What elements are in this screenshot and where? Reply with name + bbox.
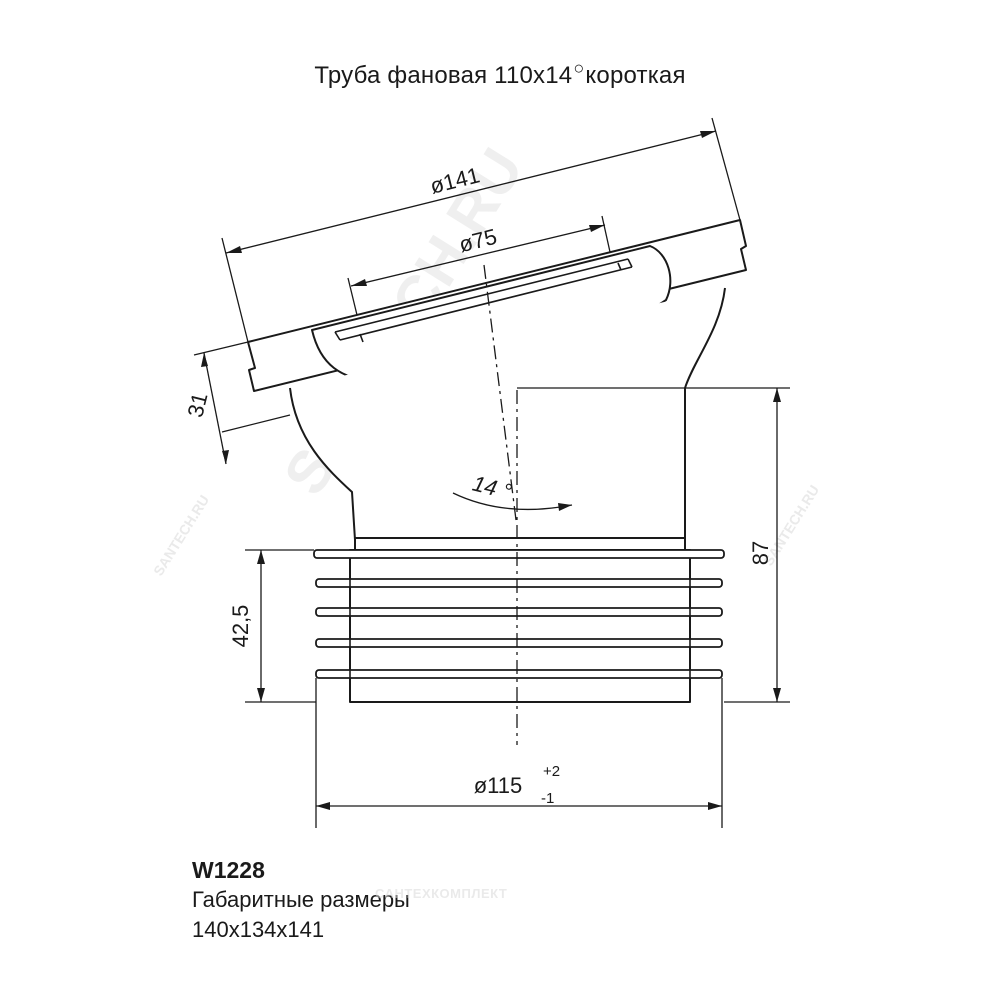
arrowhead — [257, 688, 265, 702]
title-text: Труба фановая 110х14 — [314, 62, 573, 89]
flange-groove-ends — [334, 258, 633, 343]
arrowhead — [589, 225, 605, 232]
label-height-87: 87 — [748, 541, 773, 565]
arrowhead — [226, 246, 242, 253]
arrowhead — [316, 802, 330, 810]
dim-line-141 — [225, 130, 717, 254]
dim-line-31 — [203, 352, 227, 465]
label-height-42-5: 42,5 — [228, 605, 253, 648]
product-info: W1228 Габаритные размеры 140х134х141 — [192, 855, 410, 945]
cuff-rib — [315, 607, 723, 617]
cuff-rib — [315, 578, 723, 588]
dim-ext-lines-141 — [221, 117, 741, 343]
arrowhead — [700, 131, 716, 138]
pipe-collar — [354, 537, 686, 551]
dim-ext-lines-31 — [193, 341, 291, 433]
cuff-ribs — [313, 549, 725, 679]
arrowhead — [222, 450, 229, 464]
arrowhead — [773, 388, 781, 402]
dim-ext-lines-75 — [347, 215, 611, 316]
dim-ext-lines-42-5 — [245, 549, 316, 703]
overall-dimensions-value: 140х134х141 — [192, 917, 325, 942]
label-tolerance-lower: -1 — [541, 790, 554, 807]
dim-arrowheads — [201, 131, 781, 810]
cuff-rib — [313, 549, 725, 559]
arrowhead — [773, 688, 781, 702]
label-diameter-141: ø141 — [428, 162, 483, 198]
product-code: W1228 — [192, 857, 265, 883]
watermark-bottom: САНТЕХКОМПЛЕКТ — [375, 886, 508, 901]
arrowhead — [558, 503, 572, 511]
cuff-inner-walls — [349, 558, 691, 700]
arrowhead — [351, 279, 367, 286]
drawing-title: Труба фановая 110х14○короткая — [0, 58, 1000, 90]
label-tolerance-upper: +2 — [543, 763, 560, 780]
cuff-rib — [315, 638, 723, 648]
dim-ext-lines-115 — [315, 678, 723, 828]
arrowhead — [201, 353, 208, 367]
flange-groove — [334, 258, 633, 341]
title-suffix: короткая — [585, 62, 686, 89]
overall-dimensions-label: Габаритные размеры — [192, 887, 410, 912]
cuff-rib — [315, 669, 723, 679]
label-diameter-115: ø115 — [474, 773, 523, 798]
tilted-centerline — [483, 264, 517, 521]
arrowhead — [257, 550, 265, 564]
dim-angle-arc — [452, 492, 573, 511]
cuff-sleeve — [349, 549, 691, 703]
arrowhead — [708, 802, 722, 810]
title-degree-mark: ○ — [573, 58, 585, 78]
dim-ext-lines-87 — [517, 387, 790, 703]
label-height-31: 31 — [182, 390, 212, 420]
dim-line-75 — [350, 224, 606, 287]
